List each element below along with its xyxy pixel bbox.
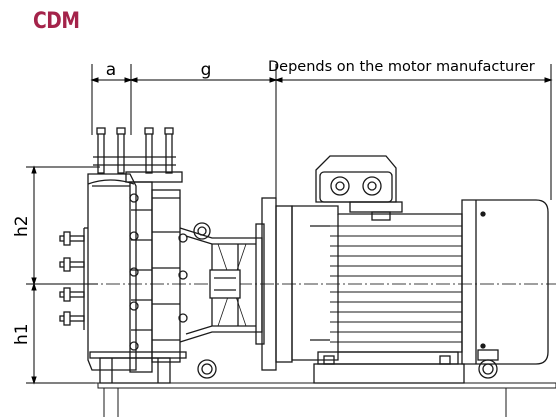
motor-note-label: Depends on the motor manufacturer bbox=[268, 59, 535, 75]
dimension-g-label: g bbox=[201, 60, 212, 80]
pump-casing bbox=[59, 127, 188, 384]
base-frame bbox=[95, 382, 556, 417]
dimension-lines bbox=[26, 64, 556, 385]
dimension-a-label: a bbox=[106, 60, 116, 80]
dimension-h2-label: h2 bbox=[12, 215, 32, 237]
bearing-bracket bbox=[179, 197, 293, 379]
dimension-h1-label: h1 bbox=[12, 323, 32, 345]
electric-motor bbox=[291, 155, 549, 384]
brand-logo: CDM bbox=[33, 9, 80, 34]
